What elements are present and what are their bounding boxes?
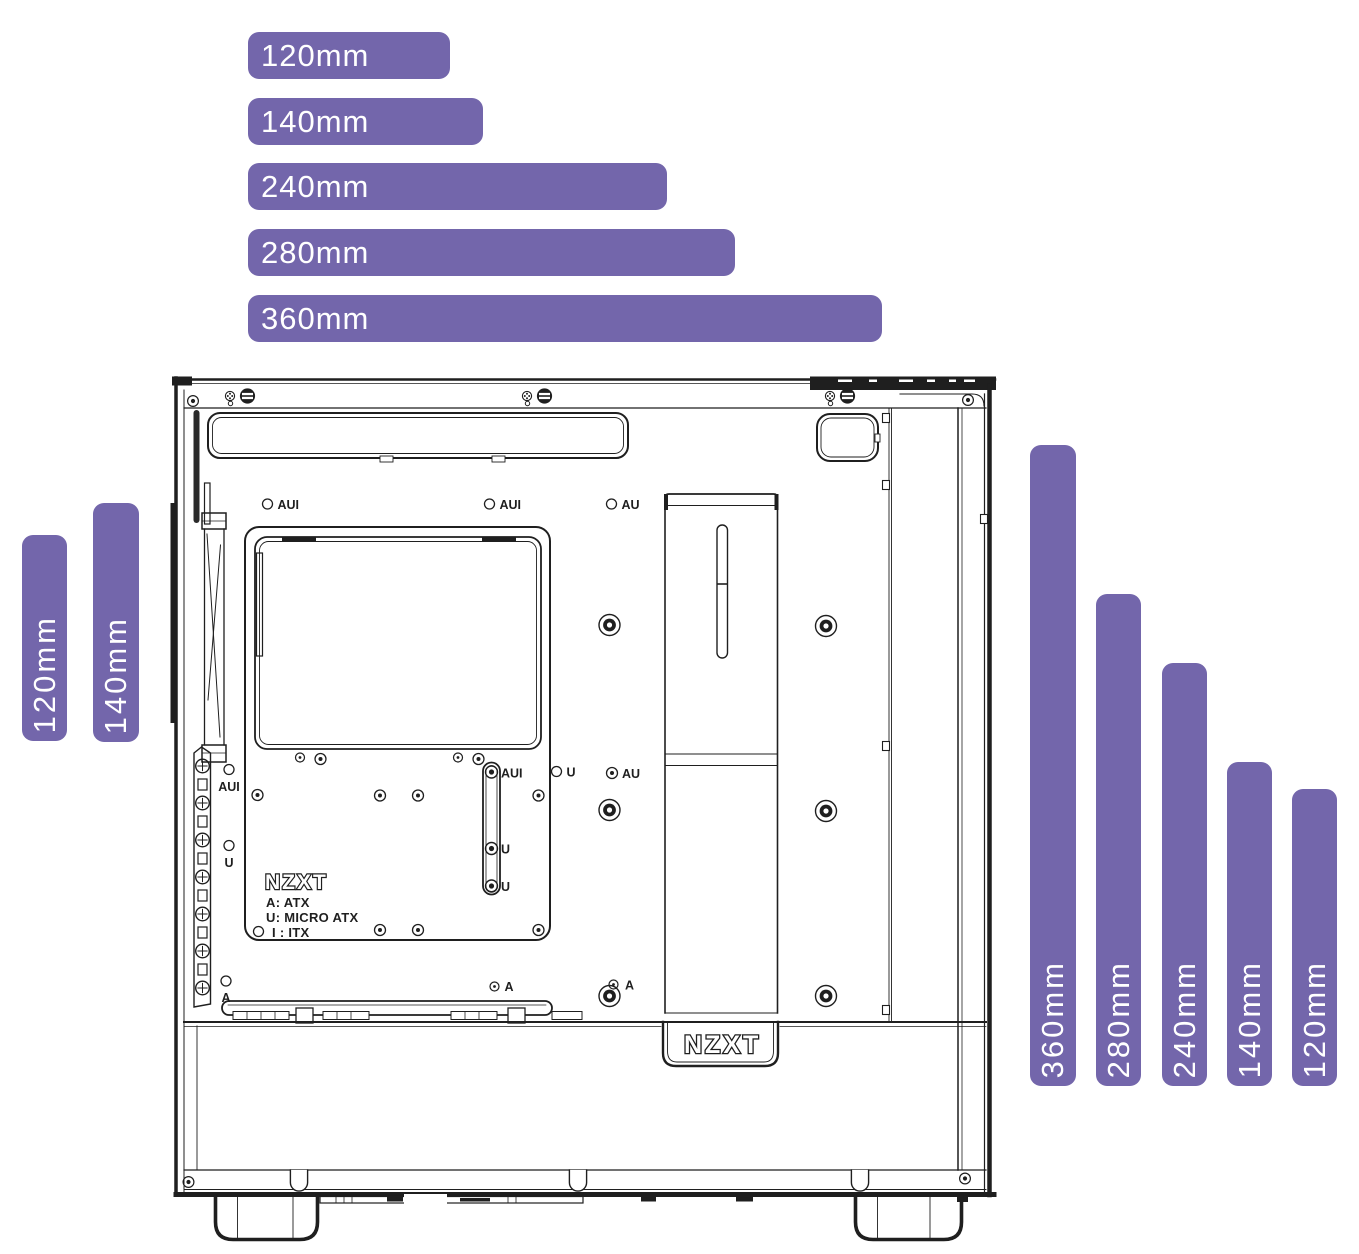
bottom-rail	[182, 1169, 972, 1205]
top-radiator-slot	[207, 412, 629, 463]
legend-itx: I : ITX	[272, 925, 310, 940]
legend-micro-atx: U: MICRO ATX	[266, 910, 358, 925]
right-size-bar-360mm: 360mm	[1030, 445, 1076, 1086]
size-bar-label: 360mm	[261, 300, 370, 336]
standoff-label: AU	[622, 767, 640, 781]
size-bar-label: 240mm	[1166, 959, 1202, 1078]
top-size-bar-280mm: 280mm	[248, 229, 735, 276]
size-bar-label: 140mm	[1231, 959, 1267, 1078]
size-bar-label: 360mm	[1035, 959, 1070, 1078]
size-bar-label: 140mm	[98, 615, 133, 734]
front-fan	[193, 410, 227, 763]
standoff-label: A	[505, 980, 514, 994]
size-bar-label: 120mm	[261, 37, 370, 73]
top-thumbscrews	[187, 387, 975, 407]
right-size-bar-140mm: 140mm	[1227, 762, 1272, 1086]
top-size-bar-140mm: 140mm	[248, 98, 483, 145]
shroud-brand-logo: NZXT	[684, 1031, 761, 1059]
standoff-label: U	[501, 880, 510, 894]
size-bar-label: 140mm	[261, 103, 370, 139]
cable-management-bar	[664, 493, 779, 1014]
tray-brand-logo: NZXT	[265, 871, 328, 894]
size-bar-label: 280mm	[261, 234, 370, 270]
front-mount-rail	[193, 746, 212, 1008]
standoff-labels: AUI AUI AU AUI AUI U AU U U U A A A	[218, 498, 640, 1005]
standoff-label: A	[221, 991, 230, 1005]
standoffs	[220, 498, 619, 992]
standoff-label: U	[567, 766, 576, 780]
cable-grommets	[598, 613, 838, 1008]
top-size-bar-120mm: 120mm	[248, 32, 450, 79]
left-size-bar-140mm: 140mm	[93, 503, 139, 742]
size-bar-label: 280mm	[1100, 959, 1136, 1078]
top-size-bar-240mm: 240mm	[248, 163, 667, 210]
standoff-label: AUI	[278, 498, 300, 512]
top-rear-cutout	[816, 413, 881, 462]
right-size-bar-120mm: 120mm	[1292, 789, 1337, 1086]
motherboard-tray	[244, 526, 551, 941]
standoff-label: AUI	[501, 767, 523, 781]
size-bar-label: 120mm	[26, 614, 62, 733]
standoff-label: AUI	[500, 498, 522, 512]
case-shell	[170, 376, 997, 1198]
size-bar-label: 120mm	[1296, 959, 1332, 1078]
standoff-label: AUI	[218, 780, 240, 794]
top-size-bar-360mm: 360mm	[248, 295, 882, 342]
size-bar-label: 240mm	[261, 168, 370, 204]
left-size-bar-120mm: 120mm	[22, 535, 67, 741]
tray-branding: NZXT A: ATX U: MICRO ATX I : ITX	[264, 870, 358, 940]
shroud-logo-tab: NZXT	[661, 1020, 780, 1068]
right-size-bar-240mm: 240mm	[1162, 663, 1207, 1086]
psu-shroud	[183, 1000, 987, 1171]
case-feet	[213, 1194, 964, 1242]
standoff-label: U	[224, 856, 233, 870]
legend-atx: A: ATX	[266, 895, 310, 910]
rear-panel-seam	[881, 407, 989, 1023]
standoff-label: A	[625, 979, 634, 993]
standoff-label: U	[501, 843, 510, 857]
standoff-label: AU	[622, 498, 640, 512]
right-size-bar-280mm: 280mm	[1096, 594, 1141, 1086]
